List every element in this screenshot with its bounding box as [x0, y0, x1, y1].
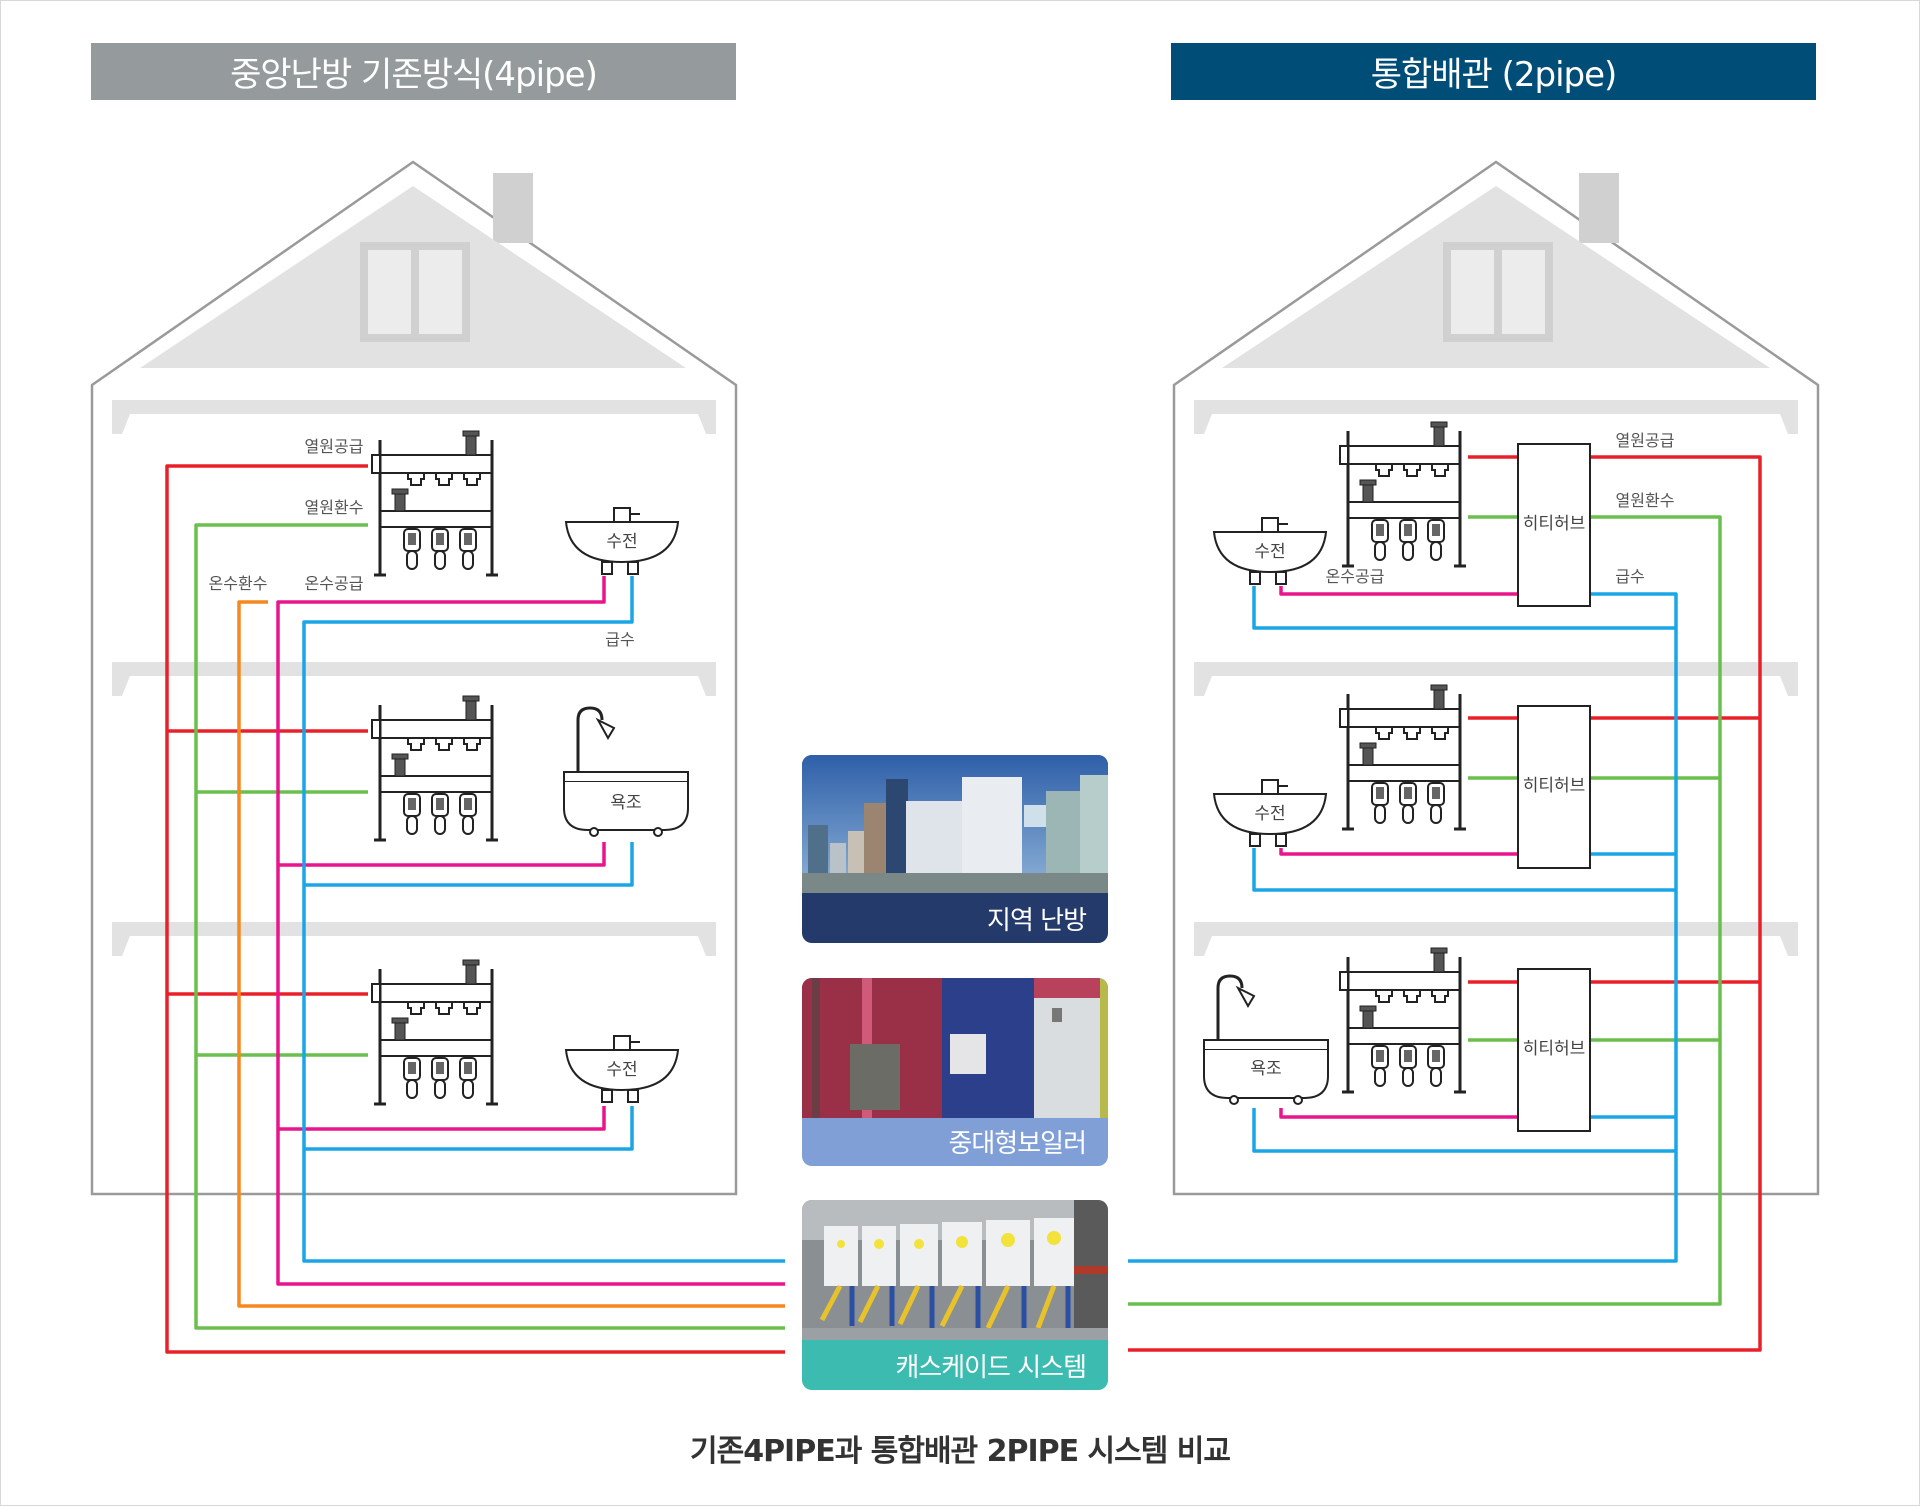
fixture-label: 수전 — [606, 1060, 637, 1080]
source-card-district-heating: 지역 난방 — [802, 755, 1108, 943]
source-label: 캐스케이드 시스템 — [895, 1352, 1087, 1383]
figure-caption: 기존4PIPE과 통합배관 2PIPE 시스템 비교 — [690, 1434, 1231, 1469]
header-2pipe-title: 통합배관 (2pipe) — [1370, 55, 1618, 95]
fixture-label: 욕조 — [1250, 1059, 1281, 1079]
floor-2pipe-3: 욕조 히티허브 — [1202, 946, 1591, 1132]
source-label: 중대형보일러 — [948, 1128, 1087, 1159]
pipe-heat-supply — [165, 464, 785, 1354]
house-2pipe — [1172, 160, 1820, 1196]
label-heat-supply: 열원공급 — [1616, 431, 1675, 450]
pipes-4pipe — [165, 464, 785, 1354]
fixture-label: 수전 — [1254, 542, 1285, 562]
chimney — [1579, 173, 1619, 243]
pipes-2pipe — [1128, 455, 1762, 1352]
floor-4pipe-3: 수전 — [370, 958, 679, 1106]
pipe-hot-water-supply — [276, 576, 785, 1286]
floor-slabs — [1194, 400, 1798, 956]
label-heat-return: 열원환수 — [1616, 491, 1675, 510]
header-4pipe: 중앙난방 기존방식(4pipe) — [91, 43, 736, 100]
floor-2pipe-1: 수전 히티허브 — [1213, 420, 1591, 607]
source-card-cascade-system: 캐스케이드 시스템 — [802, 1200, 1108, 1390]
house-4pipe — [90, 160, 738, 1196]
label-hot-water-supply: 온수공급 — [1326, 567, 1385, 586]
label-water-supply: 급수 — [1615, 567, 1644, 586]
heating-hub-box — [1517, 705, 1591, 869]
fixture-label: 수전 — [1254, 804, 1285, 824]
source-card-large-boiler: 중대형보일러 — [802, 978, 1108, 1166]
pipe-heat-return — [1128, 515, 1722, 1306]
city-skyline-photo — [802, 755, 1108, 893]
floor-4pipe-1: 수전 — [370, 429, 679, 577]
fixture-label: 욕조 — [610, 793, 641, 813]
fixture-label: 수전 — [606, 532, 637, 552]
chimney — [493, 173, 533, 243]
source-label: 지역 난방 — [987, 905, 1087, 936]
label-heat-return: 열원환수 — [305, 498, 364, 517]
pipe-hot-water-return — [237, 600, 785, 1308]
header-4pipe-title: 중앙난방 기존방식(4pipe) — [230, 55, 598, 95]
header-2pipe: 통합배관 (2pipe) — [1171, 43, 1816, 100]
heating-hub-box — [1517, 968, 1591, 1132]
floor-4pipe-2: 욕조 — [370, 694, 690, 842]
boiler-room-photo — [802, 978, 1108, 1118]
label-heat-supply: 열원공급 — [305, 437, 364, 456]
floor-slabs — [112, 400, 716, 956]
floor-2pipe-2: 수전 히티허브 — [1213, 683, 1591, 869]
hub-label: 히티허브 — [1523, 776, 1586, 796]
cascade-boilers-photo — [802, 1200, 1108, 1340]
hub-label: 히티허브 — [1523, 1039, 1586, 1059]
pipe-heat-return — [194, 523, 785, 1330]
hub-label: 히티허브 — [1523, 514, 1586, 534]
pipe-cold-water — [302, 576, 785, 1263]
pipe-cold-water — [1128, 586, 1678, 1263]
pipe-hot-water-supply — [1279, 586, 1518, 1119]
label-hot-water-supply: 온수공급 — [305, 574, 364, 593]
label-hot-water-return: 온수환수 — [209, 574, 268, 593]
label-water-supply: 급수 — [605, 630, 634, 649]
heating-hub-box — [1517, 443, 1591, 607]
